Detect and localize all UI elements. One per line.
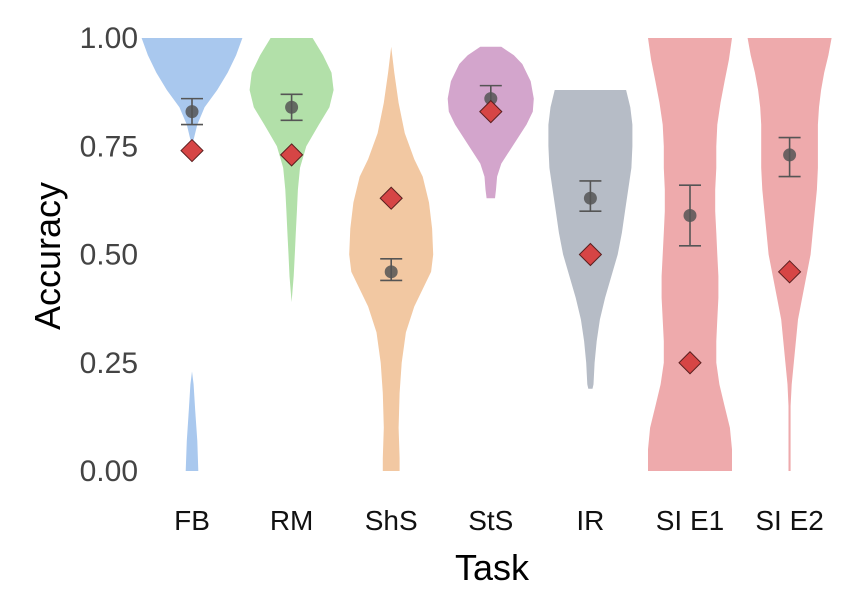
y-tick-label: 0.00	[80, 455, 138, 488]
markers-layer	[180, 99, 802, 375]
mean-point-ir	[583, 191, 597, 205]
y-tick-label: 0.50	[80, 239, 138, 272]
x-tick-label-sts: StS	[468, 505, 513, 536]
x-tick-label-si-e1: SI E1	[656, 505, 724, 536]
diamond-marker-si-e1	[678, 351, 702, 375]
mean-point-si-e2	[783, 148, 797, 162]
mean-point-rm	[285, 100, 299, 114]
x-tick-labels: FB RM ShS StS IR SI E1 SI E2	[174, 505, 824, 536]
y-axis-label: Accuracy	[27, 182, 68, 330]
diamond-marker-rm	[279, 143, 304, 167]
violin-si-e1	[648, 38, 732, 471]
x-tick-label-shs: ShS	[365, 505, 418, 536]
diamond-marker-si-e2	[777, 260, 802, 284]
x-tick-label-ir: IR	[576, 505, 604, 536]
y-tick-label: 1.00	[80, 22, 138, 55]
mean-point-sts	[484, 92, 498, 106]
diamond-marker-sts	[479, 99, 503, 124]
x-tick-label-si-e2: SI E2	[755, 505, 823, 536]
mean-point-si-e1	[683, 209, 697, 223]
x-tick-label-rm: RM	[270, 505, 314, 536]
mean-point-fb	[185, 105, 199, 119]
points-layer	[185, 92, 797, 279]
diamond-marker-fb	[180, 138, 204, 163]
y-tick-labels: 0.00 0.25 0.50 0.75 1.00	[80, 22, 138, 488]
x-axis-label: Task	[455, 547, 530, 588]
violin-ir	[548, 90, 633, 389]
diamond-marker-shs	[379, 186, 403, 210]
y-tick-label: 0.25	[80, 347, 138, 380]
violin-rm	[249, 38, 334, 303]
diamond-marker-ir	[578, 242, 603, 267]
mean-point-shs	[384, 265, 398, 279]
x-tick-label-fb: FB	[174, 505, 210, 536]
violin-si-e2	[747, 38, 832, 471]
y-tick-label: 0.75	[80, 130, 138, 163]
